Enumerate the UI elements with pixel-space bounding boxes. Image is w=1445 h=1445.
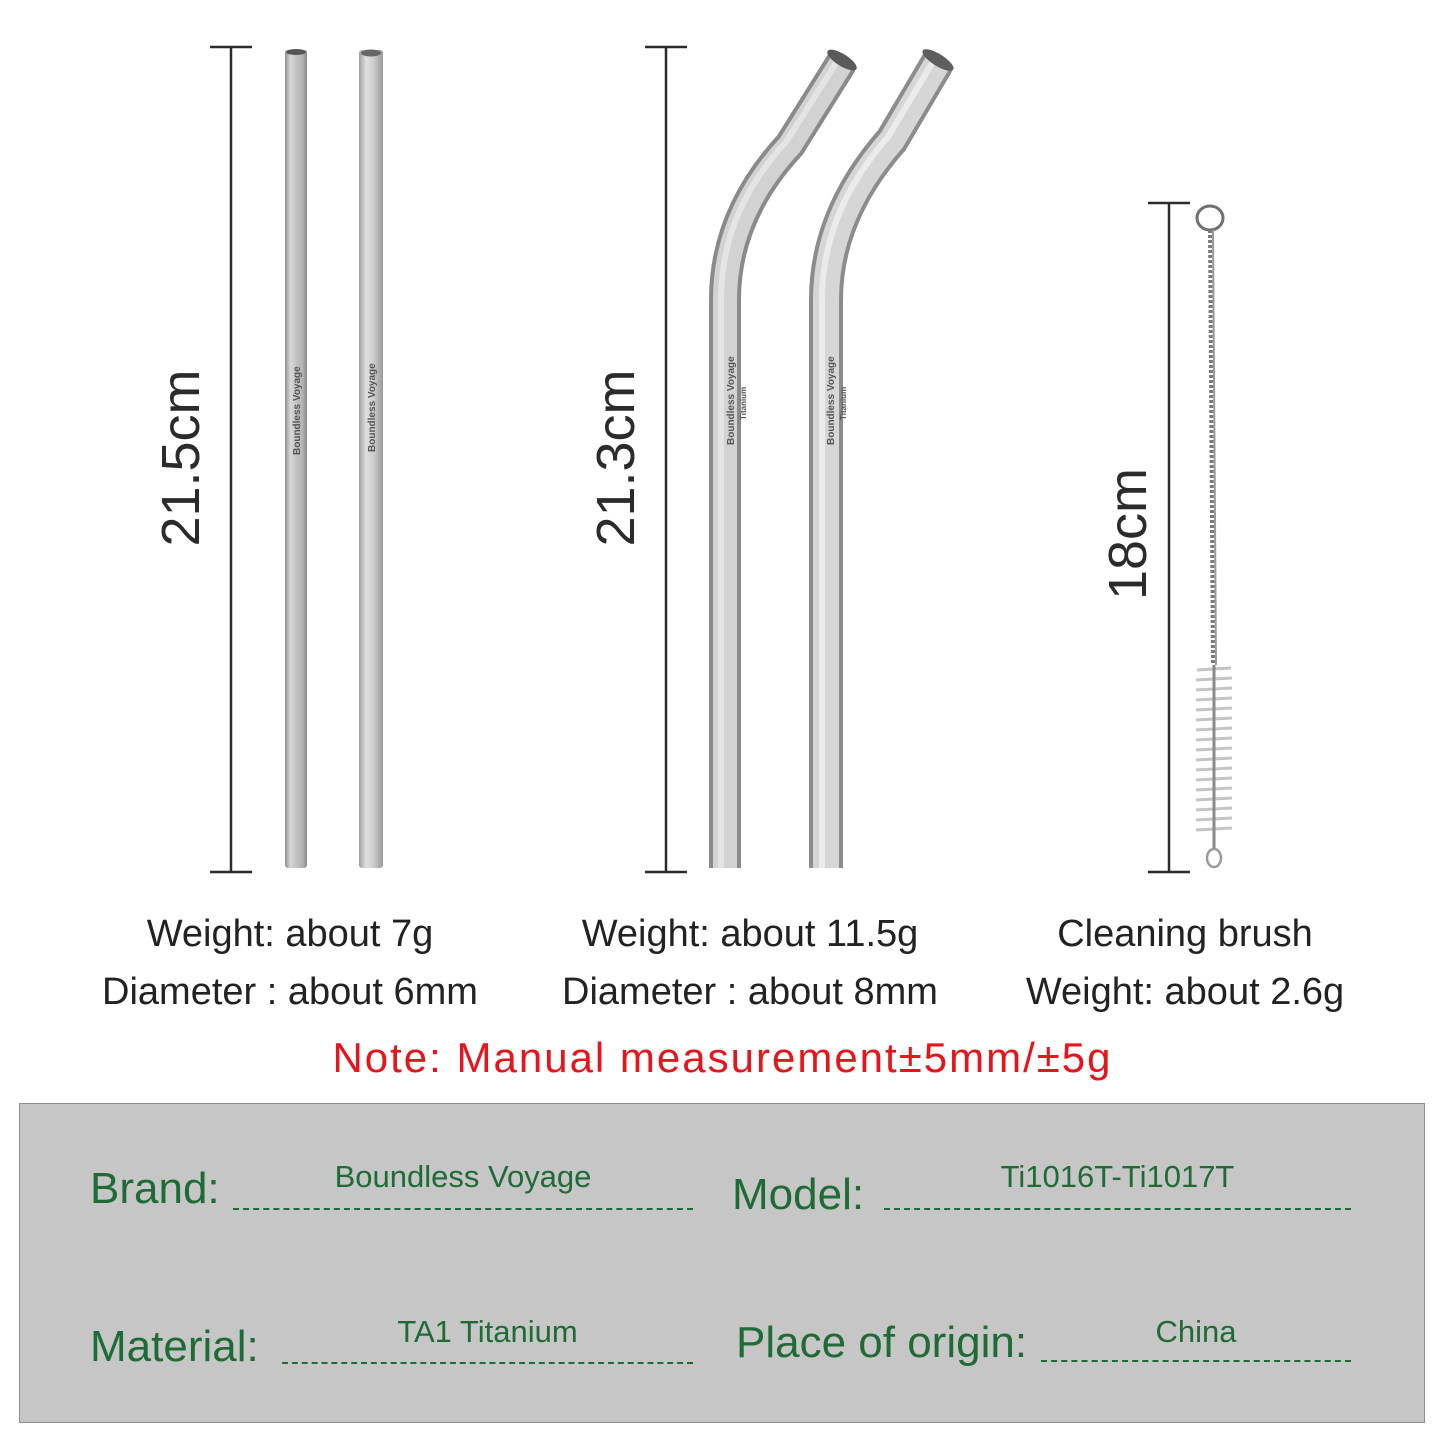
- brush-weight: Weight: about 2.6g: [1025, 971, 1345, 1013]
- material-label: Material:: [90, 1322, 259, 1371]
- model-label: Model:: [732, 1170, 865, 1219]
- svg-text:Boundless Voyage: Boundless Voyage: [726, 356, 737, 445]
- brand-value: Boundless Voyage: [334, 1159, 592, 1194]
- dimension-label-brush: 18cm: [1098, 467, 1158, 601]
- origin-label: Place of origin:: [736, 1318, 1028, 1367]
- svg-text:Titanium: Titanium: [839, 387, 848, 420]
- origin-value: China: [1155, 1314, 1237, 1349]
- straw-engraving-brand: Boundless Voyage: [292, 366, 303, 455]
- dimension-label-bent: 21.3cm: [586, 369, 646, 547]
- model-line: [884, 1208, 1351, 1210]
- spec-panel: Brand: Boundless Voyage Model: Ti1016T-T…: [19, 1103, 1425, 1423]
- material-line: [282, 1362, 693, 1364]
- svg-text:Titanium: Titanium: [739, 387, 748, 420]
- measurement-note: Note: Manual measurement±5mm/±5g: [332, 1034, 1113, 1081]
- svg-text:Boundless Voyage: Boundless Voyage: [367, 363, 378, 452]
- measure-bar-straight: [210, 45, 252, 874]
- material-value: TA1 Titanium: [397, 1314, 578, 1349]
- bent-weight: Weight: about 11.5g: [581, 913, 919, 955]
- measure-bar-brush: [1148, 201, 1190, 874]
- cleaning-brush: [1195, 204, 1233, 869]
- bent-straw-hammered: Boundless Voyage Titanium: [809, 49, 954, 868]
- svg-text:Boundless Voyage: Boundless Voyage: [826, 356, 837, 445]
- straight-diameter: Diameter : about 6mm: [102, 971, 478, 1013]
- origin-line: [1041, 1360, 1351, 1362]
- model-value: Ti1016T-Ti1017T: [1000, 1159, 1235, 1194]
- straight-straw-smooth: Boundless Voyage: [285, 49, 307, 868]
- brush-title: Cleaning brush: [1057, 913, 1313, 955]
- straight-straw-hammered: Boundless Voyage: [359, 49, 383, 868]
- measure-bar-bent: [645, 45, 687, 874]
- brand-label: Brand:: [90, 1164, 220, 1213]
- straight-weight: Weight: about 7g: [146, 913, 434, 955]
- bent-diameter: Diameter : about 8mm: [562, 971, 938, 1013]
- brand-line: [233, 1208, 693, 1210]
- dimension-label-straight: 21.5cm: [151, 369, 211, 547]
- bent-straw-smooth: Boundless Voyage Titanium: [709, 49, 857, 868]
